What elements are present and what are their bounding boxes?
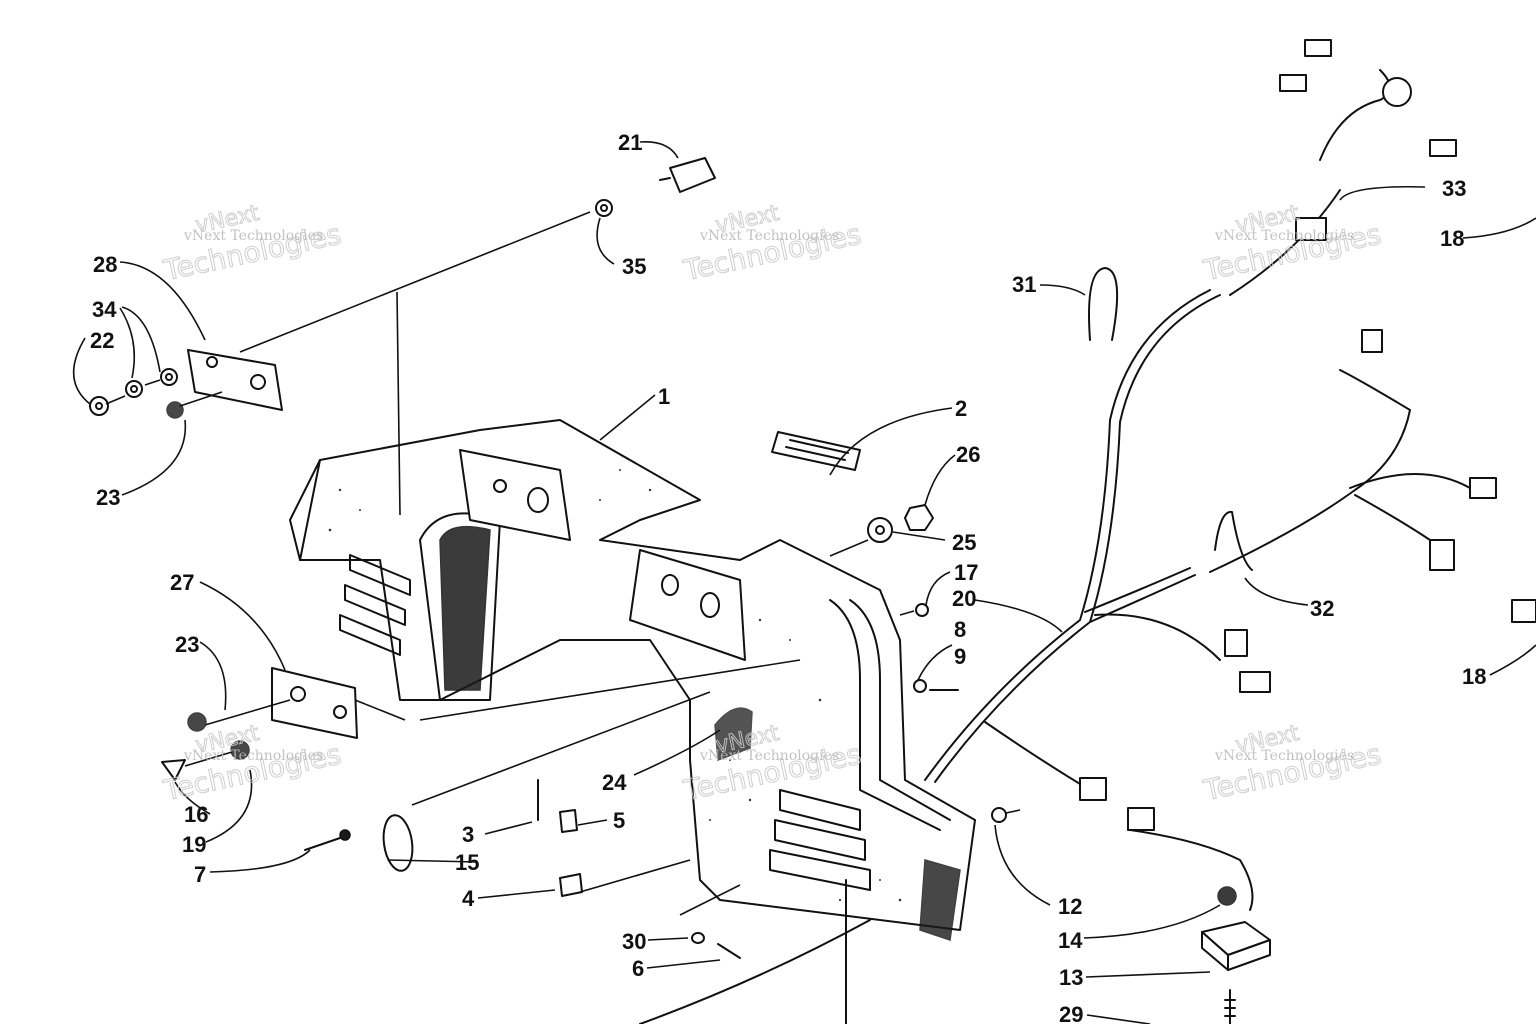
callout-25: 25: [952, 530, 976, 555]
watermark-line: vNext Technologies: [1214, 748, 1354, 764]
callout-12: 12: [1058, 894, 1082, 919]
watermark-line: vNext Technologies: [699, 748, 839, 764]
panel-part-28: [187, 349, 283, 411]
callout-9: 9: [954, 644, 966, 669]
watermark-line: vNext Technologies: [1214, 228, 1354, 244]
callout-32: 32: [1310, 596, 1334, 621]
callout-3: 3: [462, 822, 474, 847]
callout-24: 24: [602, 770, 627, 795]
hardware: [89, 157, 1007, 959]
callout-labels: 1 2 3 4 5 6 7 8 9 12 13 14 15 16 17 18 1…: [90, 130, 1486, 1024]
callout-8: 8: [954, 617, 966, 642]
callout-16: 16: [184, 802, 208, 827]
callout-1: 1: [658, 384, 670, 409]
ground-block-part-13: [1201, 886, 1271, 1024]
lower-strip: [639, 919, 871, 1024]
callout-23a: 23: [96, 485, 120, 510]
callout-5: 5: [613, 808, 625, 833]
callout-30: 30: [622, 929, 646, 954]
callout-18b: 18: [1462, 664, 1486, 689]
callout-17: 17: [954, 560, 978, 585]
callout-21: 21: [618, 130, 642, 155]
decal-part-2: [771, 431, 861, 471]
bracket-part-24: [714, 707, 753, 762]
wiring-harness: [924, 39, 1536, 911]
callout-29: 29: [1059, 1002, 1083, 1024]
watermark-line: vNext Technologies: [183, 748, 323, 764]
callout-31: 31: [1012, 272, 1036, 297]
callout-19: 19: [182, 832, 206, 857]
leaders: [72, 141, 1536, 1024]
callout-27: 27: [170, 570, 194, 595]
callout-14: 14: [1058, 928, 1083, 953]
callout-33: 33: [1442, 176, 1466, 201]
callout-7: 7: [194, 862, 206, 887]
callout-2: 2: [955, 396, 967, 421]
callout-15: 15: [455, 850, 479, 875]
panel-part-27: [271, 667, 358, 739]
callout-23b: 23: [175, 632, 199, 657]
callout-26: 26: [956, 442, 980, 467]
callout-4: 4: [462, 886, 475, 911]
callout-28: 28: [93, 252, 117, 277]
callout-6: 6: [632, 956, 644, 981]
callout-22: 22: [90, 328, 114, 353]
callout-20: 20: [952, 586, 976, 611]
console-housing: [289, 419, 976, 941]
callout-34: 34: [92, 297, 117, 322]
callout-13: 13: [1059, 965, 1083, 990]
callout-18a: 18: [1440, 226, 1464, 251]
watermark-line: vNext Technologies: [183, 228, 323, 244]
watermark-line: vNext Technologies: [699, 228, 839, 244]
callout-35: 35: [622, 254, 646, 279]
